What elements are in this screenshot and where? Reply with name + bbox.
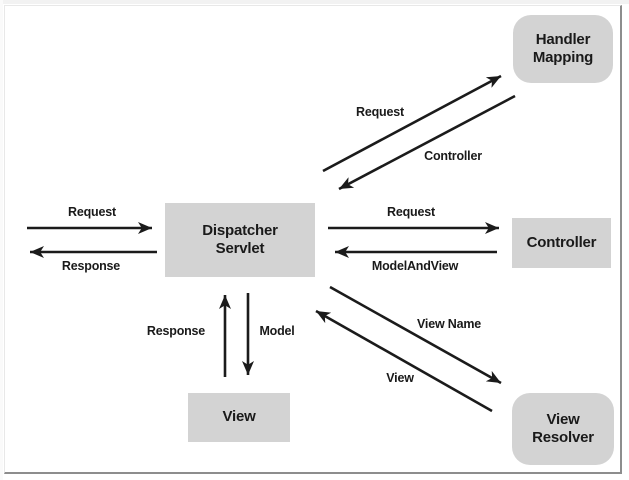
node-view-label: View bbox=[222, 408, 256, 426]
arrow-dispatcher-to-view-resolver bbox=[329, 285, 502, 385]
node-handler-mapping-label-line2: Mapping bbox=[532, 49, 594, 66]
edge-label-modelandview: ModelAndView bbox=[371, 259, 459, 273]
screenshot-top-edge bbox=[0, 0, 629, 4]
edge-label-client-response: Response bbox=[61, 259, 121, 273]
node-handler-mapping-label-line1: Handler bbox=[535, 30, 591, 48]
edge-label-dispatcher-to-controller-request: Request bbox=[387, 205, 435, 219]
edge-label-handler-to-dispatcher-controller: Controller bbox=[424, 149, 482, 163]
node-handler-mapping: Handler Mapping bbox=[513, 15, 613, 83]
node-dispatcher-servlet-label-line2: Servlet bbox=[215, 240, 265, 257]
arrow-dispatcher-to-handler-mapping bbox=[322, 74, 502, 173]
node-view: View bbox=[188, 393, 290, 442]
edge-label-client-request: Request bbox=[68, 205, 116, 219]
edge-label-view-response: Response bbox=[146, 324, 206, 338]
screenshot-left-edge bbox=[0, 0, 3, 480]
node-controller-label: Controller bbox=[526, 233, 597, 251]
arrow-handler-mapping-to-dispatcher bbox=[338, 94, 516, 191]
node-controller: Controller bbox=[512, 218, 611, 268]
node-dispatcher-servlet: Dispatcher Servlet bbox=[165, 203, 315, 277]
node-view-resolver: View Resolver bbox=[512, 393, 614, 465]
edge-label-model: Model bbox=[259, 324, 295, 338]
node-view-resolver-label-line2: Resolver bbox=[532, 429, 594, 446]
edge-label-view: View bbox=[386, 371, 414, 385]
arrow-view-resolver-to-dispatcher bbox=[315, 309, 493, 413]
node-dispatcher-servlet-label-line1: Dispatcher bbox=[202, 221, 278, 239]
edge-label-view-name: View Name bbox=[417, 317, 481, 331]
edge-label-dispatcher-to-handler-request: Request bbox=[356, 105, 404, 119]
node-view-resolver-label-line1: View bbox=[546, 410, 580, 428]
